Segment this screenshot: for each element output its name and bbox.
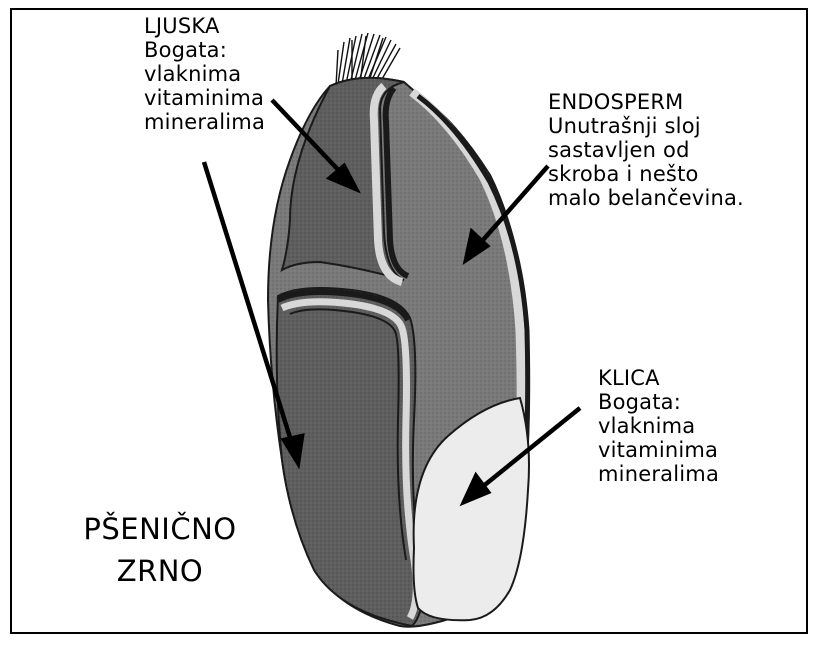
label-klica-line: mineralima [598,462,719,486]
label-endosperm-line: sastavljen od [548,138,744,162]
diagram-title: PŠENIČNO ZRNO [72,508,248,592]
label-klica-line: vitaminima [598,438,719,462]
label-ljuska-line: vitaminima [144,86,265,110]
label-klica: KLICA Bogata: vlaknima vitaminima minera… [598,366,719,486]
label-endosperm-line: Unutrašnji sloj [548,114,744,138]
label-ljuska-line: vlaknima [144,62,265,86]
label-klica-heading: KLICA [598,366,719,390]
title-line-1: PŠENIČNO [72,508,248,550]
title-line-2: ZRNO [72,550,248,592]
label-klica-line: Bogata: [598,390,719,414]
label-klica-line: vlaknima [598,414,719,438]
label-endosperm-heading: ENDOSPERM [548,90,744,114]
label-endosperm-line: skroba i nešto [548,162,744,186]
label-endosperm-line: malo belančevina. [548,186,744,210]
label-ljuska-line: Bogata: [144,38,265,62]
label-ljuska-heading: LJUSKA [144,14,265,38]
label-endosperm: ENDOSPERM Unutrašnji sloj sastavljen od … [548,90,744,210]
label-ljuska-line: mineralima [144,110,265,134]
label-ljuska: LJUSKA Bogata: vlaknima vitaminima miner… [144,14,265,134]
